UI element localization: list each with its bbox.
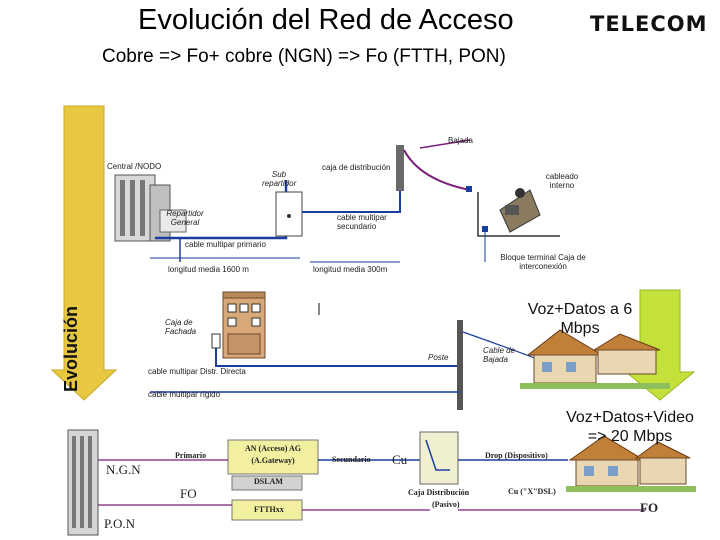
dslam-equipment-icon <box>231 475 303 491</box>
label-dslam: DSLAM <box>254 477 283 486</box>
distribution-box-icon <box>396 145 404 191</box>
page-title: Evolución del Red de Acceso <box>138 4 514 36</box>
label-cable-secundario: cable multipar secundario <box>337 213 387 231</box>
label-repartidor-general: Repartidor General <box>166 209 204 227</box>
telecom-logo: TELECOM <box>590 12 708 36</box>
sub-repartidor-box-icon <box>275 191 303 237</box>
label-ngn: N.G.N <box>106 462 141 477</box>
label-voz-datos: Voz+Datos a 6 Mbps <box>527 301 633 337</box>
evolution-arrow-icon <box>50 105 118 401</box>
page-subtitle: Cobre => Fo+ cobre (NGN) => Fo (FTTH, PO… <box>102 46 506 67</box>
repartidor-icon <box>159 209 187 233</box>
label-cable-primario: cable multipar primario <box>185 240 266 249</box>
label-poste: Poste <box>428 353 449 362</box>
label-fo-right: FO <box>640 500 659 515</box>
house-icon <box>520 329 670 389</box>
label-bajada: Bajada <box>448 136 473 145</box>
label-caja-distribucion: caja de distribución <box>322 163 391 172</box>
label-longitud-300: longitud media 300m <box>313 265 388 274</box>
pole-icon <box>457 320 463 410</box>
an-ag-equipment-icon <box>227 439 319 475</box>
label-cable-rigido: cable multipar rígido <box>148 390 221 399</box>
label-secundario: Secundario <box>332 455 371 464</box>
label-an-ag: AN (Acceso) AG (A.Gateway) <box>245 444 301 465</box>
label-cable-distr-directa: cable multipar Distr. Directa <box>148 367 246 376</box>
label-ftthx: FTTHxx <box>254 505 284 514</box>
label-central-nodo: Central /NODO <box>107 162 162 171</box>
passive-cabinet-icon <box>419 431 459 485</box>
evolution-label: Evolución <box>61 305 81 392</box>
label-bloque-terminal: Bloque terminal Caja de interconexión <box>500 253 586 271</box>
label-cable-bajada: Cable de Bajada <box>483 346 516 364</box>
technician-icon <box>499 188 541 233</box>
label-cu-xdsl: Cu ("X"DSL) <box>508 487 556 496</box>
label-caja-distribucion-2: Caja Distribución <box>408 488 470 497</box>
label-cu-mid: Cu <box>392 452 408 467</box>
label-pon: P.O.N <box>104 516 136 531</box>
house-icon <box>566 435 696 492</box>
label-drop: Drop (Dispositivo) <box>485 451 548 460</box>
central-building-icon <box>114 174 171 242</box>
label-pasivo: (Pasivo) <box>432 500 460 509</box>
label-sub-repartidor: Sub repartidor <box>262 170 297 188</box>
ngn-building-icon <box>67 429 99 536</box>
label-longitud-1600: longitud media 1600 m <box>168 265 249 274</box>
label-cableado-interno: cableado interno <box>545 172 579 190</box>
label-primario: Primario <box>175 451 207 460</box>
apartment-building-icon <box>211 291 266 359</box>
label-caja-fachada: Caja de Fachada <box>165 318 197 336</box>
label-voz-datos-video: Voz+Datos+Video => 20 Mbps <box>566 409 694 445</box>
label-fo-left: FO <box>180 486 197 501</box>
